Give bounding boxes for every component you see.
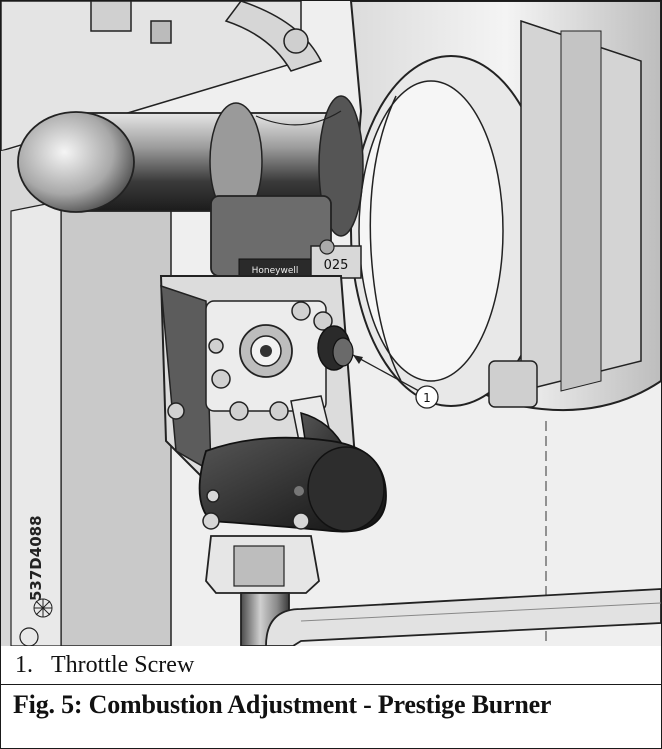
- recycle-symbol-icon: [33, 598, 53, 618]
- callout-circle: [415, 385, 439, 409]
- valve-marking-label: 025: [324, 258, 349, 273]
- legend-item-number: 1.: [15, 652, 33, 678]
- burner-illustration: Honeywell 025: [1, 1, 661, 646]
- legend-item-label: Throttle Screw: [51, 652, 195, 678]
- figure-legend: 1. Throttle Screw: [15, 647, 194, 683]
- callout-number: 1: [423, 391, 431, 405]
- marking-symbol-icon: [19, 627, 39, 646]
- part-number-label: 537D4088: [27, 515, 45, 601]
- valve-brand-label: Honeywell: [252, 266, 299, 276]
- figure-caption: Fig. 5: Combustion Adjustment - Prestige…: [13, 690, 552, 719]
- caption-divider: [1, 684, 661, 685]
- callout-leader-line: [352, 354, 420, 392]
